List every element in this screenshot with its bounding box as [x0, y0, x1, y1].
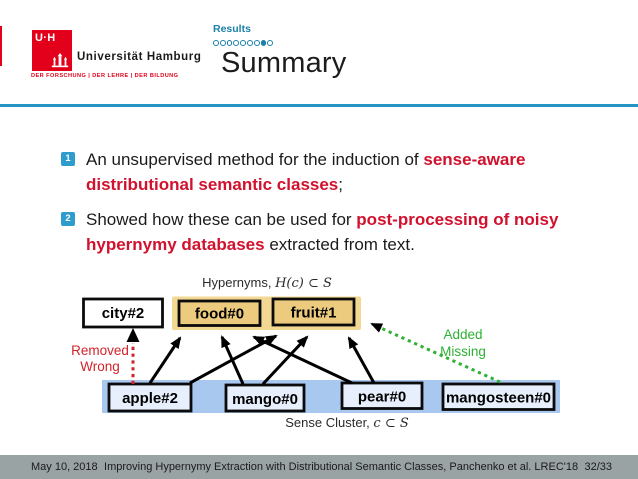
- progress-dot: [240, 40, 246, 46]
- node-mango-label: mango#0: [232, 391, 298, 408]
- arrow-pear-food: [252, 335, 353, 385]
- list-item: 2 Showed how these can be used for post-…: [61, 207, 581, 257]
- item-text-plain: extracted from text.: [264, 235, 415, 254]
- arrow-pear-fruit: [347, 336, 376, 384]
- list-item: 1 An unsupervised method for the inducti…: [61, 147, 581, 197]
- item-text-highlight: post-processing of noisy hypernymy datab…: [86, 210, 559, 254]
- progress-dot: [219, 40, 226, 46]
- university-name: Universität Hamburg: [77, 51, 202, 63]
- item-number-badge: 2: [61, 212, 75, 226]
- item-text-plain: ;: [338, 175, 343, 194]
- node-food-label: food#0: [195, 306, 244, 323]
- header-divider: [0, 104, 638, 108]
- page-title: Summary: [221, 47, 347, 79]
- item-text: An unsupervised method for the induction…: [86, 147, 580, 197]
- missing-label: Missing: [440, 344, 486, 359]
- node-mangosteen: [441, 382, 556, 411]
- node-city: [82, 297, 164, 329]
- hypernyms-caption: Hypernyms, H(c) ⊂ S: [202, 275, 332, 291]
- progress-dot: [213, 40, 219, 46]
- progress-dot: [253, 40, 260, 46]
- added-label: Added: [443, 327, 482, 342]
- removed-label: Removed: [71, 343, 129, 358]
- node-mangosteen-label: mangosteen#0: [446, 390, 551, 407]
- progress-dot: [260, 40, 267, 46]
- item-text-highlight: sense-aware distributional semantic clas…: [86, 150, 526, 194]
- item-text: Showed how these can be used for post-pr…: [86, 207, 580, 257]
- hypernymy-diagram: Hypernyms, H(c) ⊂ S city#2 food#0 fruit#…: [71, 275, 560, 431]
- node-apple-label: apple#2: [122, 390, 178, 407]
- arrow-removed-head: [126, 328, 140, 342]
- footer-page-number: 32/33: [584, 461, 612, 473]
- arrow-apple-food: [148, 336, 182, 384]
- bullet-list: 1 An unsupervised method for the inducti…: [61, 147, 581, 267]
- progress-dots: [213, 40, 274, 46]
- university-slogan: DER FORSCHUNG | DER LEHRE | DER BILDUNG: [31, 73, 179, 79]
- node-pear-label: pear#0: [358, 389, 406, 406]
- footer: May 10, 2018 Improving Hypernymy Extract…: [0, 455, 638, 479]
- item-number-badge: 1: [61, 152, 75, 166]
- arrow-mango-food: [220, 335, 245, 385]
- left-edge-accent: [0, 26, 2, 66]
- item-text-plain: An unsupervised method for the induction…: [86, 150, 424, 169]
- progress-dot: [246, 40, 253, 46]
- section-label: Results: [213, 23, 251, 35]
- node-city-label: city#2: [102, 305, 145, 322]
- hypernymy-arrows: [148, 334, 376, 386]
- footer-title: Improving Hypernymy Extraction with Dist…: [104, 461, 579, 473]
- node-apple: [107, 382, 193, 413]
- uhh-logo: U·H: [32, 30, 72, 71]
- arrow-mango-fruit: [261, 335, 309, 386]
- wrong-label: Wrong: [80, 359, 120, 374]
- node-fruit: [271, 297, 356, 327]
- node-fruit-label: fruit#1: [291, 305, 337, 322]
- progress-dot: [233, 40, 240, 46]
- sense-cluster-caption: Sense Cluster, c ⊂ S: [285, 415, 409, 431]
- arrow-added-dotted: [370, 322, 501, 384]
- progress-dot: [226, 40, 233, 46]
- node-mango: [224, 383, 306, 413]
- progress-dot: [267, 40, 274, 46]
- node-pear: [340, 381, 424, 410]
- node-food: [177, 299, 262, 327]
- castle-icon: [51, 53, 69, 68]
- footer-date: May 10, 2018: [31, 461, 98, 473]
- uhh-logo-abbrev: U·H: [35, 32, 56, 44]
- item-text-plain: Showed how these can be used for: [86, 210, 357, 229]
